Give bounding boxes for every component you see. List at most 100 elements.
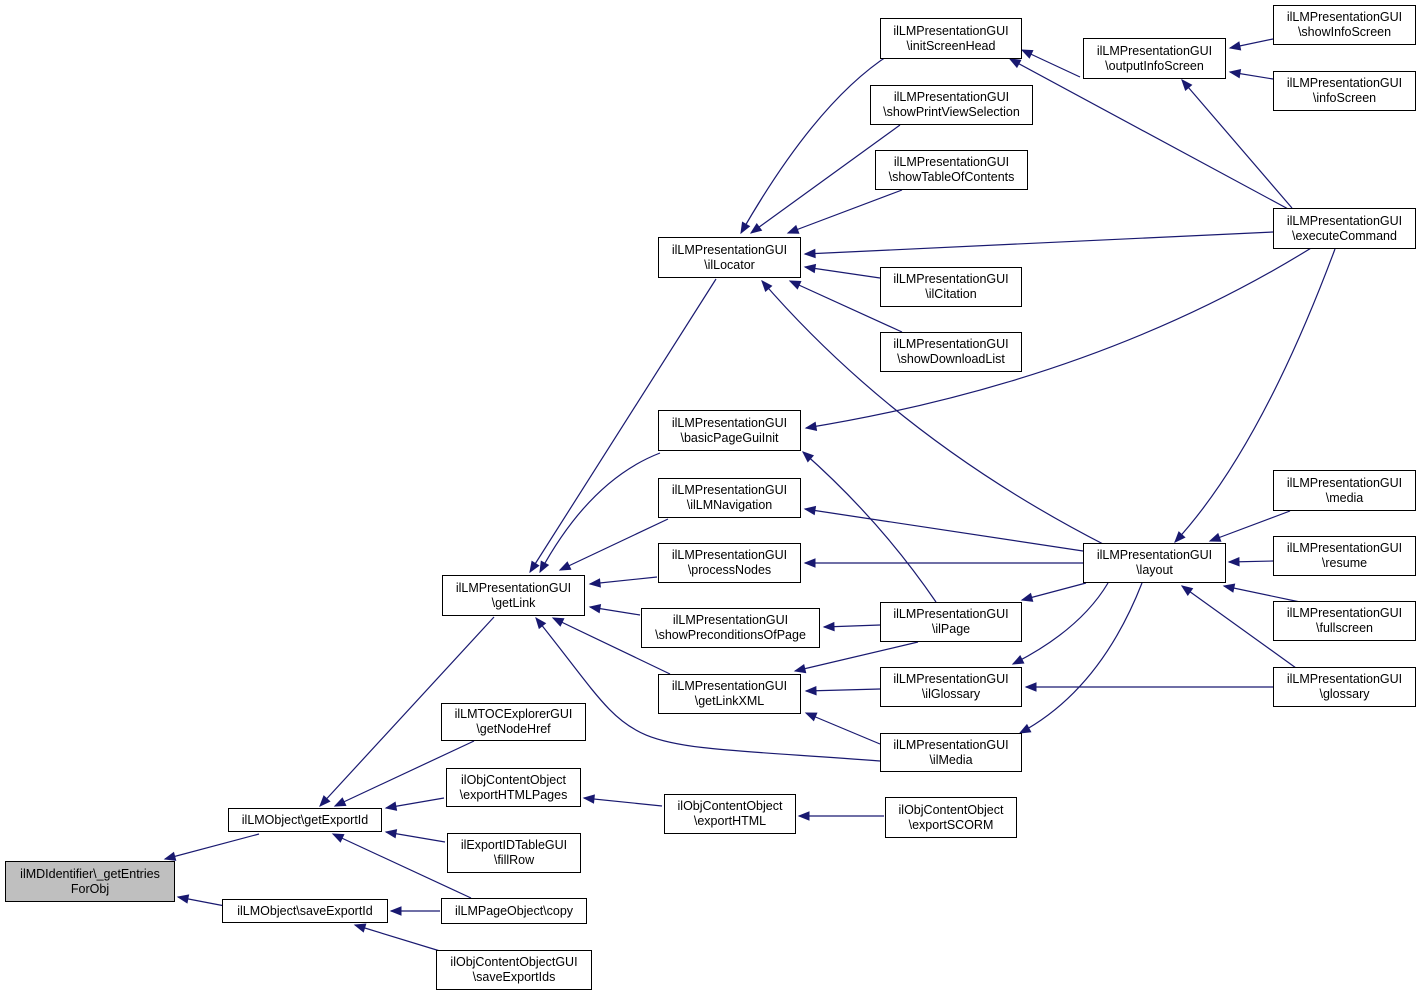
- node-label: \initScreenHead: [906, 38, 996, 53]
- arrowhead-getLinkXML: [804, 685, 817, 696]
- node-ilCitation[interactable]: ilLMPresentationGUI\ilCitation: [880, 267, 1022, 307]
- node-ilGlossary[interactable]: ilLMPresentationGUI\ilGlossary: [880, 667, 1022, 707]
- node-label: \saveExportIds: [472, 970, 556, 984]
- node-label: \processNodes: [687, 563, 772, 577]
- arrowhead-showPreconditionsOfPage: [822, 621, 835, 632]
- edge-media-to-layout: [1209, 510, 1291, 542]
- arrowhead-getExportId: [384, 801, 398, 811]
- arrowhead-layout: [1180, 585, 1194, 596]
- arrowhead-getLink: [558, 561, 572, 571]
- arrowhead-ilLocator: [788, 280, 802, 290]
- node-label: ilLMPresentationGUI: [671, 483, 788, 497]
- node-exportSCORM[interactable]: ilObjContentObject\exportSCORM: [885, 797, 1017, 838]
- arrowhead-layout: [1174, 531, 1186, 543]
- node-label: \exportHTMLPages: [459, 787, 568, 802]
- arrowhead-ilGlossary: [1024, 682, 1037, 692]
- node-label: ilLMPresentationGUI: [1286, 10, 1403, 24]
- arrowhead-getLink: [588, 603, 602, 614]
- arrowhead-root: [163, 851, 177, 861]
- arrowhead-ilLocator: [803, 248, 816, 259]
- node-ilMedia[interactable]: ilLMPresentationGUI\ilMedia: [880, 733, 1022, 772]
- node-label: ilLMPresentationGUI: [893, 737, 1009, 752]
- node-label: \showPreconditionsOfPage: [655, 628, 806, 642]
- edge-layout-to-ilPage: [1021, 582, 1087, 601]
- edge-processNodes-to-getLink: [589, 576, 658, 585]
- node-showDownloadList[interactable]: ilLMPresentationGUI\showDownloadList: [880, 332, 1022, 372]
- node-label: \ilCitation: [925, 287, 977, 301]
- edge-fullscreen-to-layout: [1223, 585, 1301, 603]
- node-label: ilLMPresentationGUI: [1286, 606, 1403, 620]
- node-label: \outputInfoScreen: [1105, 58, 1204, 73]
- arrowhead-basicPageGuiInit: [804, 421, 818, 431]
- node-label: \getLink: [491, 595, 536, 610]
- node-label: ilLMPresentationGUI: [1096, 43, 1213, 58]
- node-saveExportIds[interactable]: ilObjContentObjectGUI\saveExportIds: [436, 950, 592, 990]
- node-label: ilLMPresentationGUI: [1096, 548, 1213, 562]
- arrowhead-exportHTMLPages: [582, 794, 595, 804]
- node-label: \showTableOfContents: [888, 170, 1015, 184]
- node-label: \basicPageGuiInit: [680, 430, 779, 445]
- node-exportHTMLPages[interactable]: ilObjContentObject\exportHTMLPages: [446, 768, 581, 807]
- node-showPreconditionsOfPage[interactable]: ilLMPresentationGUI\showPreconditionsOfP…: [641, 608, 820, 648]
- node-media[interactable]: ilLMPresentationGUI\media: [1273, 470, 1416, 511]
- arrowhead-exportHTML: [797, 811, 810, 821]
- node-label: ilLMPresentationGUI: [671, 415, 788, 430]
- node-ilPage[interactable]: ilLMPresentationGUI\ilPage: [880, 602, 1022, 642]
- node-label: ilLMPresentationGUI: [671, 679, 788, 693]
- node-label: ilLMPresentationGUI: [1286, 672, 1403, 686]
- arrowhead-layout: [1208, 532, 1222, 542]
- node-label: \ilGlossary: [921, 687, 981, 701]
- node-label: \showInfoScreen: [1297, 25, 1392, 39]
- node-ilLMNavigation[interactable]: ilLMPresentationGUI\ilLMNavigation: [658, 478, 801, 518]
- node-executeCommand[interactable]: ilLMPresentationGUI\executeCommand: [1273, 208, 1416, 249]
- node-ilLocator[interactable]: ilLMPresentationGUI\ilLocator: [658, 237, 801, 278]
- node-showTableOfContents[interactable]: ilLMPresentationGUI\showTableOfContents: [875, 150, 1028, 190]
- edge-executeCommand-to-initScreenHead: [1009, 58, 1291, 211]
- node-resume[interactable]: ilLMPresentationGUI\resume: [1273, 536, 1416, 576]
- node-getNodeHref[interactable]: ilLMTOCExplorerGUI\getNodeHref: [441, 703, 586, 741]
- node-showPrintViewSelection[interactable]: ilLMPresentationGUI\showPrintViewSelecti…: [870, 85, 1033, 125]
- node-getLinkXML[interactable]: ilLMPresentationGUI\getLinkXML: [658, 674, 801, 714]
- node-layout[interactable]: ilLMPresentationGUI\layout: [1083, 543, 1226, 583]
- node-fillRow[interactable]: ilExportIDTableGUI\fillRow: [447, 833, 581, 873]
- node-outputInfoScreen[interactable]: ilLMPresentationGUI\outputInfoScreen: [1083, 38, 1226, 79]
- node-showInfoScreen[interactable]: ilLMPresentationGUI\showInfoScreen: [1273, 5, 1416, 45]
- arrowhead-basicPageGuiInit: [801, 451, 815, 463]
- node-label: ilLMPresentationGUI: [455, 580, 572, 595]
- arrowhead-getLink: [539, 560, 550, 574]
- edge-executeCommand-to-layout: [1174, 248, 1336, 543]
- arrowhead-getExportId: [331, 833, 345, 843]
- node-label: ilLMPresentationGUI: [1286, 541, 1403, 555]
- arrowhead-getExportId: [319, 795, 331, 807]
- node-glossary[interactable]: ilLMPresentationGUI\glossary: [1273, 667, 1416, 707]
- node-label: \media: [1325, 490, 1364, 505]
- node-initScreenHead[interactable]: ilLMPresentationGUI\initScreenHead: [880, 18, 1022, 59]
- node-label: ilLMObject\saveExportId: [237, 903, 373, 918]
- node-saveExportId[interactable]: ilLMObject\saveExportId: [222, 899, 388, 923]
- node-label: \ilPage: [931, 622, 971, 636]
- edge-exportHTML-to-exportHTMLPages: [583, 797, 663, 807]
- node-label: ilObjContentObjectGUI: [450, 955, 578, 969]
- node-label: ilLMObject\getExportId: [241, 812, 369, 827]
- node-label: ilLMPresentationGUI: [893, 607, 1009, 621]
- node-getLink[interactable]: ilLMPresentationGUI\getLink: [442, 575, 585, 616]
- node-processNodes[interactable]: ilLMPresentationGUI\processNodes: [658, 543, 801, 583]
- arrowhead-ilLocator: [749, 223, 763, 234]
- arrowhead-initScreenHead: [1020, 49, 1034, 59]
- node-getExportId[interactable]: ilLMObject\getExportId: [228, 808, 382, 832]
- node-label: ilMDIdentifier\_getEntries: [20, 866, 160, 881]
- node-infoScreen[interactable]: ilLMPresentationGUI\infoScreen: [1273, 71, 1416, 111]
- node-label: \exportHTML: [693, 814, 767, 828]
- node-fullscreen[interactable]: ilLMPresentationGUI\fullscreen: [1273, 601, 1416, 641]
- node-pageCopy[interactable]: ilLMPageObject\copy: [441, 898, 587, 924]
- arrowhead-outputInfoScreen: [1228, 69, 1242, 79]
- node-label: ilLMPresentationGUI: [1286, 76, 1403, 90]
- arrowhead-ilLocator: [786, 224, 800, 234]
- edge-layout-to-ilLocator: [761, 280, 1106, 546]
- node-exportHTML[interactable]: ilObjContentObject\exportHTML: [664, 794, 796, 834]
- node-basicPageGuiInit[interactable]: ilLMPresentationGUI\basicPageGuiInit: [658, 410, 801, 451]
- edge-executeCommand-to-ilLocator: [804, 231, 1274, 255]
- edge-saveExportIds-to-saveExportId: [354, 924, 441, 952]
